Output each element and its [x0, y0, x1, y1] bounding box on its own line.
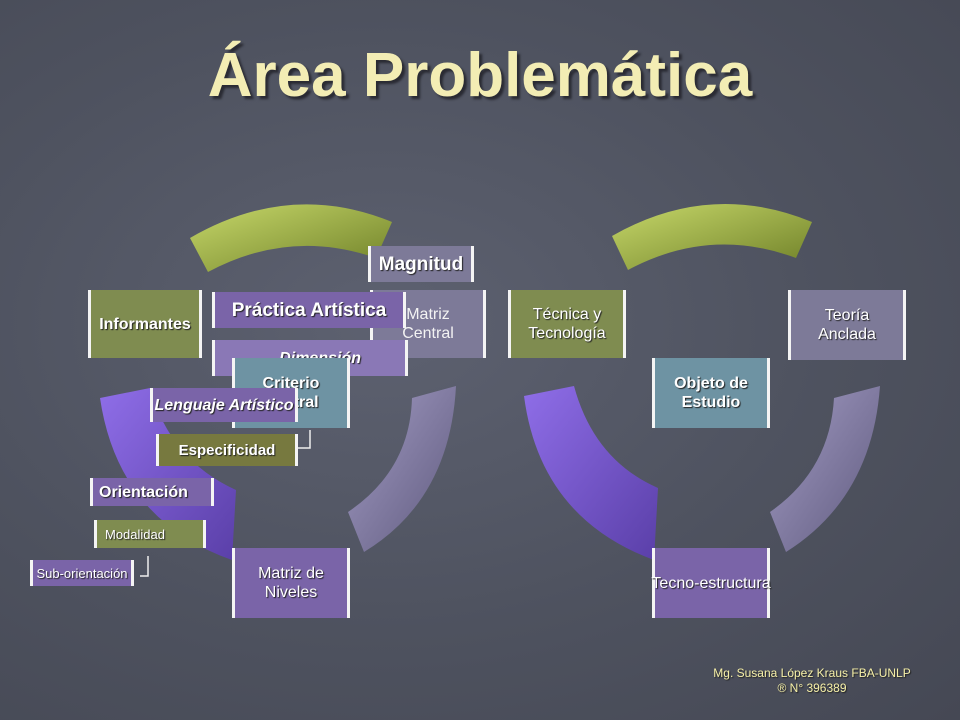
footer-author: Mg. Susana López Kraus FBA-UNLP — [713, 666, 911, 680]
sub-orientacion-box: Sub-orientación — [30, 560, 134, 586]
right-purple-arc — [524, 386, 658, 560]
lenguaje-artistico-box: Lenguaje Artístico — [150, 388, 298, 422]
practica-artistica-label: Práctica Artística — [231, 299, 387, 321]
tecno-estructura-label: Tecno-estructura — [651, 574, 771, 592]
connector-line — [140, 556, 149, 577]
tecno-estructura-box: Tecno-estructura — [651, 548, 771, 618]
especificidad-label: Especificidad — [178, 441, 276, 459]
orientacion-box: Orientación — [90, 478, 214, 506]
tecnica-tecnologia-label: Técnica y Tecnología — [528, 306, 606, 342]
matriz-central-label: Matriz Central — [402, 306, 454, 342]
left-purple-arc — [100, 388, 236, 560]
objeto-estudio-box: Objeto de Estudio — [652, 358, 770, 428]
magnitud-box: Magnitud — [368, 246, 474, 282]
lenguaje-artistico-label: Lenguaje Artístico — [154, 396, 294, 414]
connector-line — [296, 430, 311, 449]
tecnica-tecnologia-box: Técnica y Tecnología — [508, 290, 626, 358]
magnitud-label: Magnitud — [378, 253, 464, 275]
left-green-arc — [190, 204, 392, 272]
especificidad-box: Especificidad — [156, 434, 298, 466]
right-slate-arc — [770, 386, 880, 552]
practica-artistica-box: Práctica Artística — [212, 292, 406, 328]
informantes-box: Informantes — [88, 290, 202, 358]
footer-credit: Mg. Susana López Kraus FBA-UNLP ® N° 396… — [692, 666, 932, 696]
teoria-anclada-box: Teoría Anclada — [788, 290, 906, 360]
matriz-niveles-label: Matriz de Niveles — [258, 565, 324, 601]
sub-orientacion-label: Sub-orientación — [36, 565, 128, 581]
modalidad-label: Modalidad — [105, 526, 165, 542]
teoria-anclada-label: Teoría Anclada — [818, 307, 876, 343]
footer-registration: ® N° 396389 — [777, 681, 847, 695]
orientacion-label: Orientación — [99, 483, 188, 501]
modalidad-box: Modalidad — [94, 520, 206, 548]
left-slate-arc — [348, 386, 456, 552]
informantes-label: Informantes — [99, 315, 191, 333]
matriz-niveles-box: Matriz de Niveles — [232, 548, 350, 618]
right-green-arc — [612, 204, 812, 270]
objeto-estudio-label: Objeto de Estudio — [674, 375, 748, 411]
page-title: Área Problemática — [207, 41, 753, 110]
